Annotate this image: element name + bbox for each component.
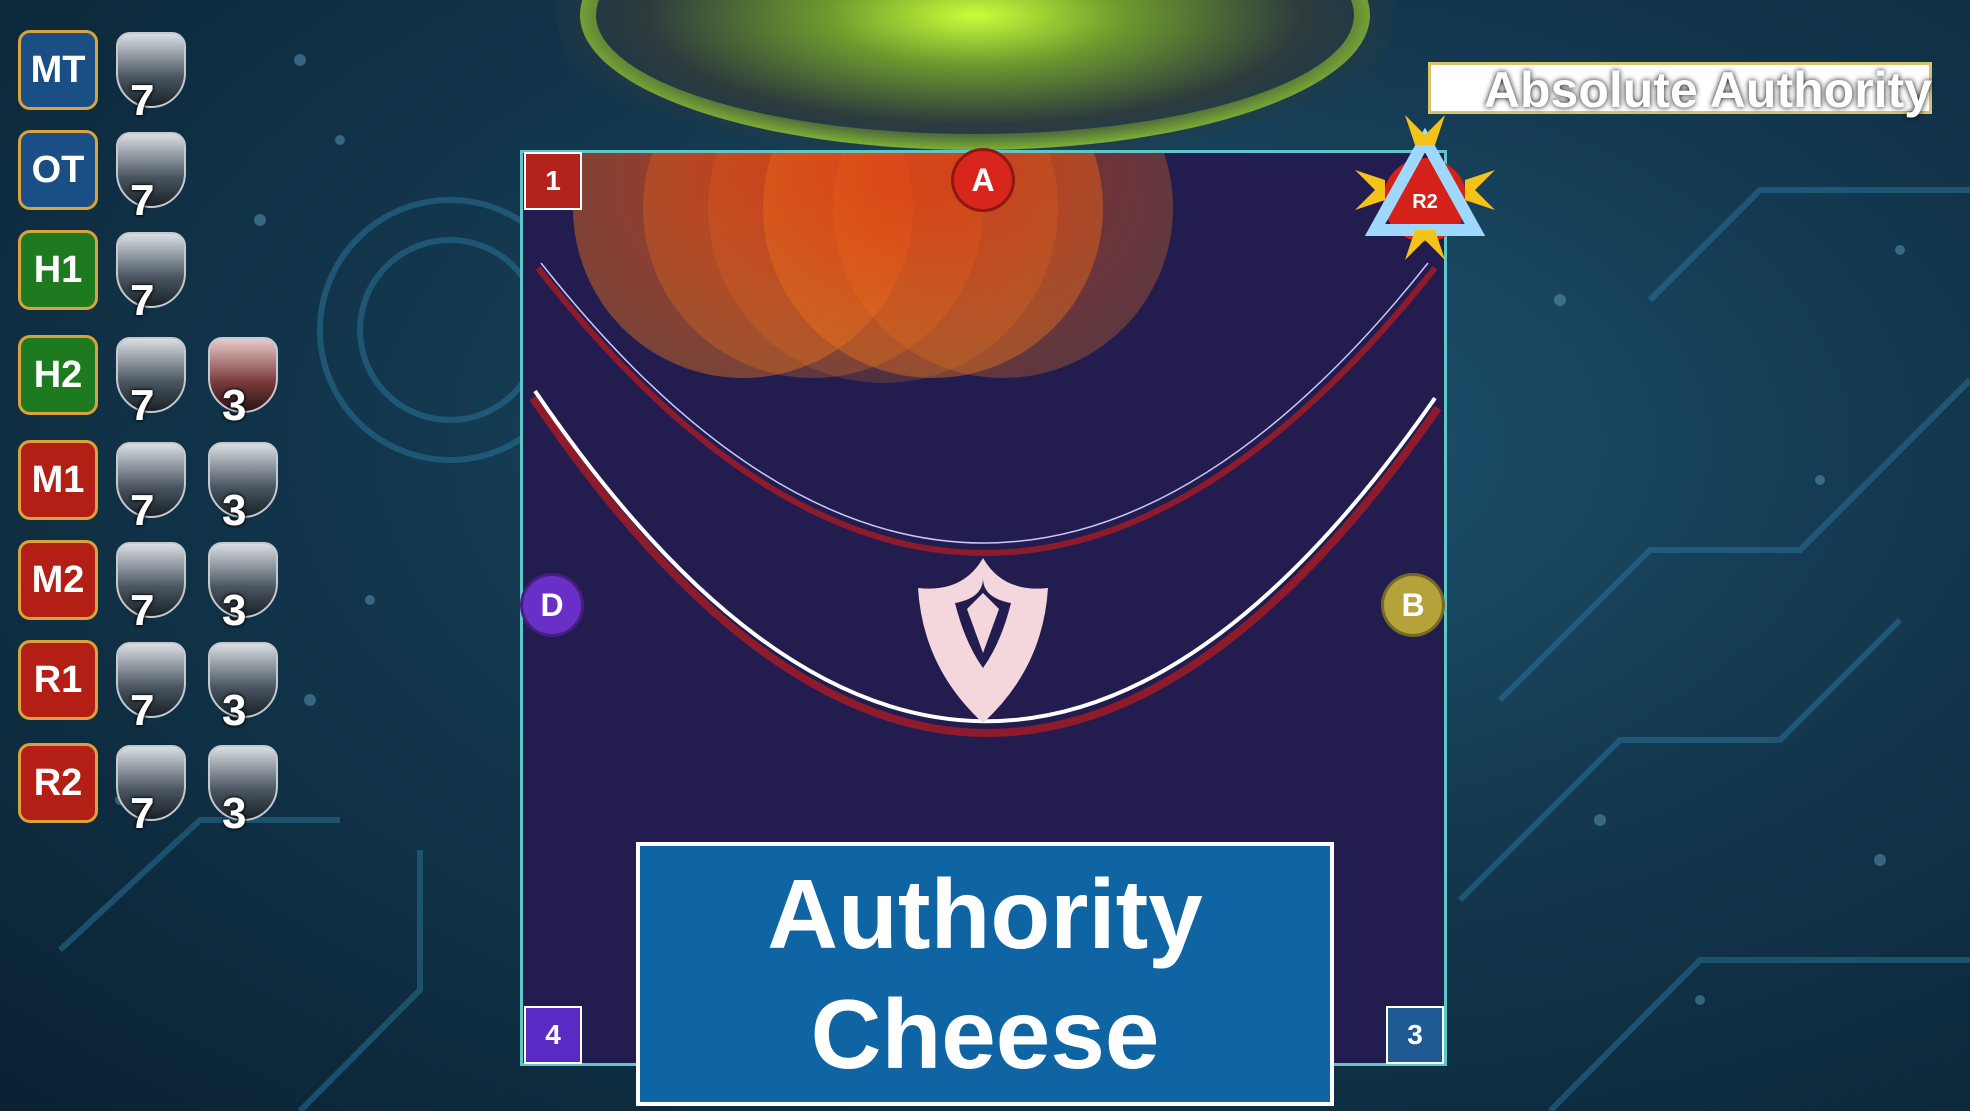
chevron-debuff-icon: 3 [208, 542, 278, 635]
debuff-stack-count: 7 [130, 276, 155, 325]
outer-arc-red [529, 395, 1442, 737]
debuff-stack-count: 7 [130, 586, 155, 635]
seated-figure-debuff-icon: 7 [116, 745, 186, 838]
seated-figure-debuff-icon: 7 [116, 542, 186, 635]
waymark-1: 1 [524, 152, 582, 210]
waymark-4: 4 [524, 1006, 582, 1064]
party-row: MT 7 [18, 30, 288, 125]
party-row: OT 7 [18, 130, 288, 225]
seated-figure-debuff-icon: 7 [116, 642, 186, 735]
party-row: M2 7 3 [18, 540, 288, 635]
party-row: R2 7 3 [18, 743, 288, 838]
debuff-stack-count: 3 [222, 586, 247, 635]
aoe-circles [573, 153, 1173, 383]
seated-figure-debuff-icon: 7 [116, 337, 186, 430]
role-badge: OT [18, 130, 98, 210]
debuff-stack-count: 3 [222, 686, 247, 735]
debuff-stack-count: 7 [130, 789, 155, 838]
caption-line-2: Cheese [810, 979, 1160, 1089]
waymark-3: 3 [1386, 1006, 1444, 1064]
caption-box: Authority Cheese [636, 842, 1334, 1106]
party-row: H1 7 [18, 230, 288, 325]
party-row: R1 7 3 [18, 640, 288, 735]
debuff-stack-count: 3 [222, 381, 247, 430]
debuff-stack-count: 7 [130, 686, 155, 735]
role-badge: R1 [18, 640, 98, 720]
debuff-stack-count: 3 [222, 486, 247, 535]
debuff-stack-count: 7 [130, 381, 155, 430]
tank-shield-icon [918, 558, 1048, 723]
red-cross-debuff-icon: 3 [208, 337, 278, 430]
seated-figure-debuff-icon: 7 [116, 32, 186, 125]
role-badge: R2 [18, 743, 98, 823]
inner-arc-red [535, 266, 1438, 556]
debuff-stack-count: 7 [130, 176, 155, 225]
debuff-stack-count: 7 [130, 486, 155, 535]
chevron-debuff-icon: 3 [208, 642, 278, 735]
waymark-a: A [951, 148, 1015, 212]
role-badge: H1 [18, 230, 98, 310]
chevron-debuff-icon: 3 [208, 745, 278, 838]
mechanic-title: Absolute Authority [1428, 60, 1932, 120]
seated-figure-debuff-icon: 7 [116, 232, 186, 325]
chevron-debuff-icon: 3 [208, 442, 278, 535]
role-badge: H2 [18, 335, 98, 415]
role-badge: M1 [18, 440, 98, 520]
seated-figure-debuff-icon: 7 [116, 442, 186, 535]
role-badge: M2 [18, 540, 98, 620]
debuff-stack-count: 3 [222, 789, 247, 838]
svg-text:R2: R2 [1412, 191, 1438, 213]
party-row: H2 7 3 [18, 335, 288, 430]
waymark-b: B [1381, 573, 1445, 637]
player-r2-marker-icon: R2 [1355, 115, 1495, 260]
boss-image [555, 0, 1395, 155]
inner-arc-white [540, 262, 1429, 544]
party-row: M1 7 3 [18, 440, 288, 535]
role-badge: MT [18, 30, 98, 110]
waymark-d: D [520, 573, 584, 637]
debuff-stack-count: 7 [130, 76, 155, 125]
caption-line-1: Authority [767, 859, 1203, 969]
seated-figure-debuff-icon: 7 [116, 132, 186, 225]
arena-drawing [529, 153, 1442, 737]
